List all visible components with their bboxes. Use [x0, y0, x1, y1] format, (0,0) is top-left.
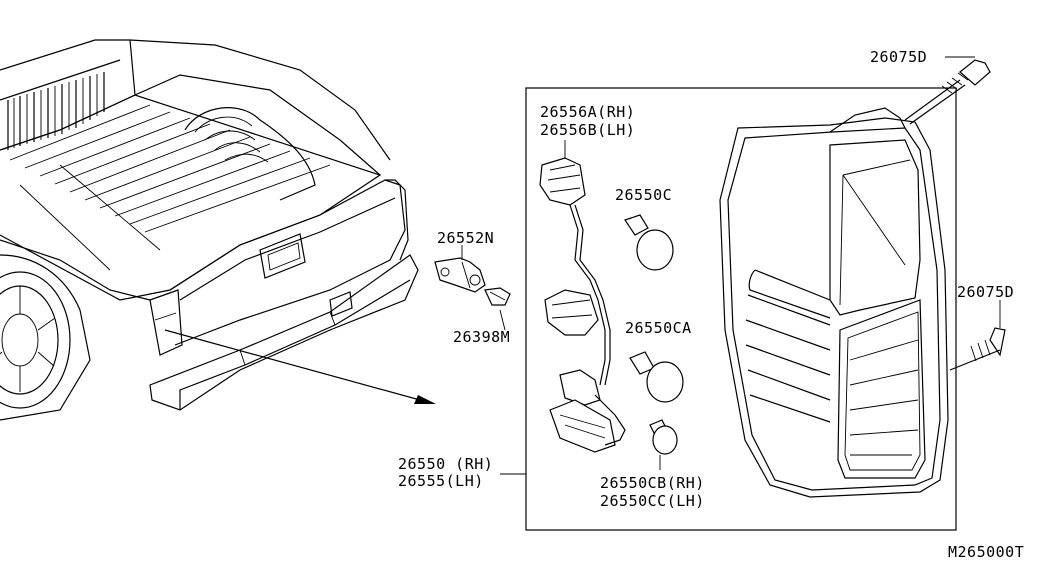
truck-bed-illustration: [0, 39, 436, 421]
bracket-icon: [434, 257, 486, 293]
bulb-small-icon: [649, 419, 678, 455]
socket-middle-icon: [544, 289, 599, 336]
label-socket-lh: 26556B(LH): [540, 121, 635, 139]
bolt-top-icon: [904, 59, 991, 125]
label-lamp-assy-rh: 26550 (RH): [398, 455, 493, 473]
rear-combination-lamp: [719, 107, 949, 498]
label-bulb-stop: 26550C: [615, 186, 672, 204]
label-bulb-small-rh: 26550CB(RH): [600, 474, 705, 492]
label-socket-rh: 26556A(RH): [540, 103, 635, 121]
figure-code: M265000T: [948, 543, 1024, 561]
label-bulb-small-lh: 26550CC(LH): [600, 492, 705, 510]
label-bracket: 26552N: [437, 229, 494, 247]
label-bolt-top: 26075D: [870, 48, 927, 66]
clip-icon: [484, 287, 511, 306]
bolt-right-icon: [949, 327, 1006, 371]
bulb-stop-icon: [624, 214, 674, 271]
label-clip: 26398M: [453, 328, 510, 346]
label-bulb-turn: 26550CA: [625, 319, 692, 337]
label-bolt-right: 26075D: [957, 283, 1014, 301]
socket-top-icon: [539, 157, 611, 386]
label-lamp-assy-lh: 26555(LH): [398, 472, 484, 490]
connector-icon: [549, 369, 626, 453]
bulb-turn-icon: [629, 351, 684, 403]
detail-frame: [525, 87, 957, 531]
